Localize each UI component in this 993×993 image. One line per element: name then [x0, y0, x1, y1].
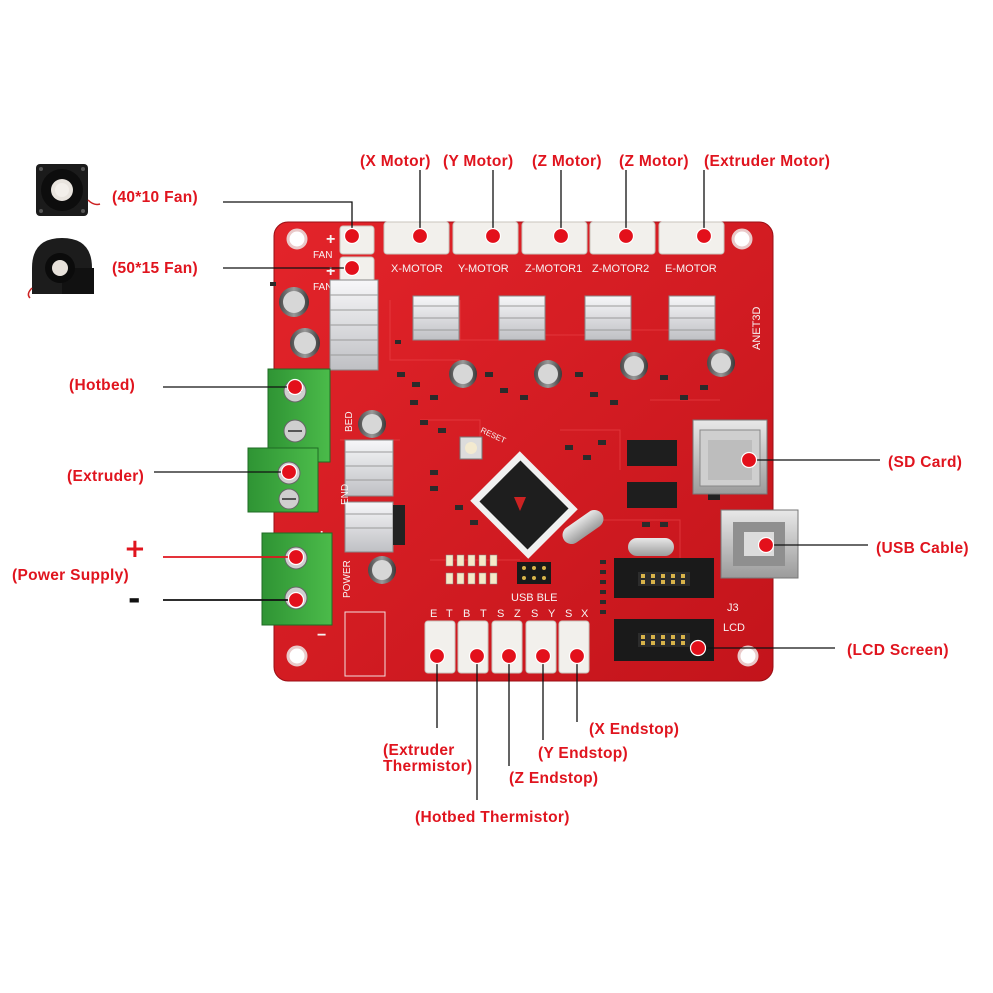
silk-lcd: LCD	[723, 622, 745, 634]
silk-x-motor: X-MOTOR	[391, 263, 443, 275]
mounting-holes	[286, 228, 759, 667]
stepper-heatsinks	[412, 295, 716, 341]
dot-y-motor	[484, 227, 502, 245]
bed-end-heatsinks	[344, 439, 405, 553]
dot-extruder	[280, 463, 298, 481]
dot-x-endstop	[568, 647, 586, 665]
dot-usb	[757, 536, 775, 554]
silk-letter-7: Y	[548, 608, 556, 620]
endstop-silk-letters: E T B T S Z S Y S X	[430, 608, 589, 620]
label-extruder: (Extruder)	[67, 468, 144, 485]
silk-letter-1: T	[446, 608, 453, 620]
dot-power-minus	[287, 591, 305, 609]
label-extruder-motor: (Extruder Motor)	[704, 153, 830, 170]
dot-z-motor1	[552, 227, 570, 245]
label-usb-cable: (USB Cable)	[876, 540, 969, 557]
label-z-motor1: (Z Motor)	[532, 153, 602, 170]
dot-fan-50	[343, 259, 361, 277]
label-extruder-thermistor-line1: (Extruder	[383, 742, 455, 759]
dot-e-motor	[695, 227, 713, 245]
mosfet-heatsinks	[329, 279, 379, 371]
fan-40x10-image	[36, 164, 101, 216]
silk-e-motor: E-MOTOR	[665, 263, 717, 275]
label-x-motor: (X Motor)	[360, 153, 431, 170]
silk-z-motor2: Z-MOTOR2	[592, 263, 649, 275]
smd-components	[270, 282, 708, 614]
silk-end: END	[340, 484, 351, 505]
led-row	[445, 554, 498, 585]
label-z-motor2: (Z Motor)	[619, 153, 689, 170]
terminal-blocks	[247, 368, 333, 626]
label-x-endstop: (X Endstop)	[589, 721, 679, 738]
endstop-connectors	[424, 620, 590, 674]
label-y-endstop: (Y Endstop)	[538, 745, 628, 762]
sd-card-slot	[692, 419, 768, 495]
label-fan-50: (50*15 Fan)	[112, 260, 198, 277]
label-hotbed-thermistor: (Hotbed Thermistor)	[415, 809, 570, 826]
capacitors	[279, 287, 735, 584]
label-z-endstop: (Z Endstop)	[509, 770, 598, 787]
label-lcd-screen: (LCD Screen)	[847, 642, 949, 659]
label-power-minus: -	[128, 582, 141, 617]
leader-lines	[154, 170, 880, 800]
label-y-motor: (Y Motor)	[443, 153, 513, 170]
dot-hotbed	[286, 378, 304, 396]
silk-y-motor: Y-MOTOR	[458, 263, 509, 275]
fan-50x15-image	[27, 238, 94, 299]
brand-anet3d: ANET3D	[751, 307, 763, 350]
dot-x-motor	[411, 227, 429, 245]
dot-power-plus	[287, 548, 305, 566]
silk-power-minus: −	[317, 627, 326, 644]
label-power-supply: (Power Supply)	[12, 567, 129, 584]
dot-sd-card	[740, 451, 758, 469]
marker-dots	[280, 227, 775, 665]
j3-header	[614, 558, 714, 598]
silk-letter-9: X	[581, 608, 589, 620]
dot-z-endstop	[500, 647, 518, 665]
dot-z-motor2	[617, 227, 635, 245]
silk-letter-3: T	[480, 608, 487, 620]
silk-fan-1: FAN	[313, 250, 332, 261]
silk-letter-4: S	[497, 608, 504, 620]
silk-plus-2: +	[326, 263, 335, 280]
label-sd-card: (SD Card)	[888, 454, 962, 471]
silk-letter-5: Z	[514, 608, 521, 620]
silk-fan-2: FAN	[313, 282, 332, 293]
reset-button: RESET	[459, 426, 507, 460]
silk-j3: J3	[727, 602, 739, 614]
dot-y-endstop	[534, 647, 552, 665]
label-hotbed: (Hotbed)	[69, 377, 135, 394]
ic-chips	[627, 440, 720, 508]
label-fan-40: (40*10 Fan)	[112, 189, 198, 206]
crystal	[562, 509, 674, 556]
silk-power: POWER	[342, 560, 353, 598]
dot-fan-40	[343, 227, 361, 245]
silk-letter-2: B	[463, 608, 470, 620]
dot-extruder-thermistor	[428, 647, 446, 665]
silk-plus-1: +	[326, 231, 335, 248]
label-extruder-thermistor-line2: Thermistor)	[383, 758, 472, 775]
dot-hotbed-thermistor	[468, 647, 486, 665]
silk-usb-ble: USB BLE	[511, 592, 557, 604]
silk-letter-6: S	[531, 608, 538, 620]
silk-bed: BED	[344, 411, 355, 432]
callout-labels: (40*10 Fan) (50*15 Fan) (X Motor) (Y Mot…	[12, 153, 969, 826]
silk-letter-8: S	[565, 608, 572, 620]
dot-lcd	[689, 639, 707, 657]
silk-letter-0: E	[430, 608, 437, 620]
label-power-plus: +	[124, 534, 146, 564]
control-board: + FAN + FAN X-MOTOR Y-MOTOR Z-MOTOR1 Z-M…	[247, 221, 799, 682]
mcu-chip	[470, 451, 578, 559]
silk-z-motor1: Z-MOTOR1	[525, 263, 582, 275]
usb-ble-header	[517, 562, 551, 584]
